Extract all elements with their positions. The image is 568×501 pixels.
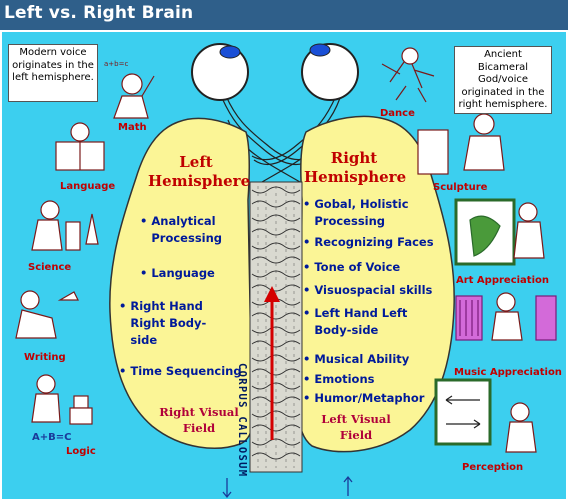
left-visual-field-label: Right Visual Field [159,405,239,435]
right-item-musical: • Musical Ability [303,352,410,366]
right-item-humor: • Humor/Metaphor [303,391,425,405]
label-logic: Logic [66,446,96,457]
bottom-arrows [222,475,353,499]
corpus-callosum-label: CORPUS CALLOSUM [236,363,248,478]
right-note-text: Ancient Bicameral God/voice originated i… [458,49,548,110]
label-art-appreciation: Art Appreciation [456,275,550,286]
left-item-time-text: Time Sequencing [130,364,242,378]
right-item-emotions-text: Emotions [314,372,375,386]
perception-figure-icon [434,378,537,453]
left-item-time: • Time Sequencing [119,364,242,378]
writing-figure-icon [15,290,79,339]
left-item-analytical-text: Analytical Processing [151,214,223,245]
right-item-visuospacial-text: Visuospacial skills [314,283,433,297]
right-item-holistic-text: Gobal, Holistic Processing [314,197,409,228]
right-item-musical-text: Musical Ability [314,352,410,366]
label-math: Math [118,122,147,133]
right-item-left-hand-text: Left Hand Left Body-side [314,306,408,337]
left-item-language-text: Language [151,266,215,280]
right-item-tone-text: Tone of Voice [314,260,401,274]
label-music-appreciation: Music Appreciation [454,367,562,378]
right-item-holistic: • Gobal, Holistic Processing [303,196,432,230]
right-hemisphere-heading: Right Hemisphere [304,149,407,186]
right-item-left-hand: • Left Hand Left Body-side [303,305,414,339]
science-figure-icon [31,200,99,251]
left-eye-icon [191,43,249,101]
art-figure-icon [454,198,545,266]
left-note-text: Modern voice originates in the left hemi… [12,47,94,83]
right-item-tone: • Tone of Voice [303,260,401,274]
label-writing: Writing [24,352,66,363]
corpus-callosum-texture [249,181,303,473]
left-item-hand-text: Right Hand Right Body-side [130,299,207,347]
right-eye-icon [301,43,359,101]
right-item-visuospacial: • Visuospacial skills [303,283,433,297]
dance-figure-icon [381,47,435,103]
label-dance: Dance [380,108,415,119]
logic-figure-icon [31,374,93,425]
left-note-box: Modern voice originates in the left hemi… [8,44,98,102]
math-figure-icon: a+b=c [104,60,155,119]
right-item-humor-text: Humor/Metaphor [314,391,425,405]
left-item-analytical: • Analytical Processing [140,213,231,247]
svg-text:a+b=c: a+b=c [104,60,128,68]
corpus-callosum-arrow [264,286,280,440]
left-item-language: • Language [140,266,215,280]
label-science: Science [28,262,72,273]
label-sculpture: Sculpture [433,182,488,193]
sculpture-figure-icon [417,113,505,175]
right-visual-field-label: Left Visual Field [321,412,391,442]
left-hemisphere-heading: Left Hemisphere [148,153,251,190]
left-item-hand: • Right Hand Right Body-side [119,298,216,349]
right-item-faces: • Recognizing Faces [303,235,434,249]
page-title: Left vs. Right Brain [4,3,194,23]
right-item-emotions: • Emotions [303,372,375,386]
title-bar: Left vs. Right Brain [0,0,568,30]
music-figure-icon [455,292,557,341]
right-item-faces-text: Recognizing Faces [314,235,434,249]
label-perception: Perception [462,462,524,473]
label-language: Language [60,181,116,192]
logic-formula: A+B=C [32,432,72,443]
language-figure-icon [55,122,105,171]
right-note-box: Ancient Bicameral God/voice originated i… [454,46,552,114]
